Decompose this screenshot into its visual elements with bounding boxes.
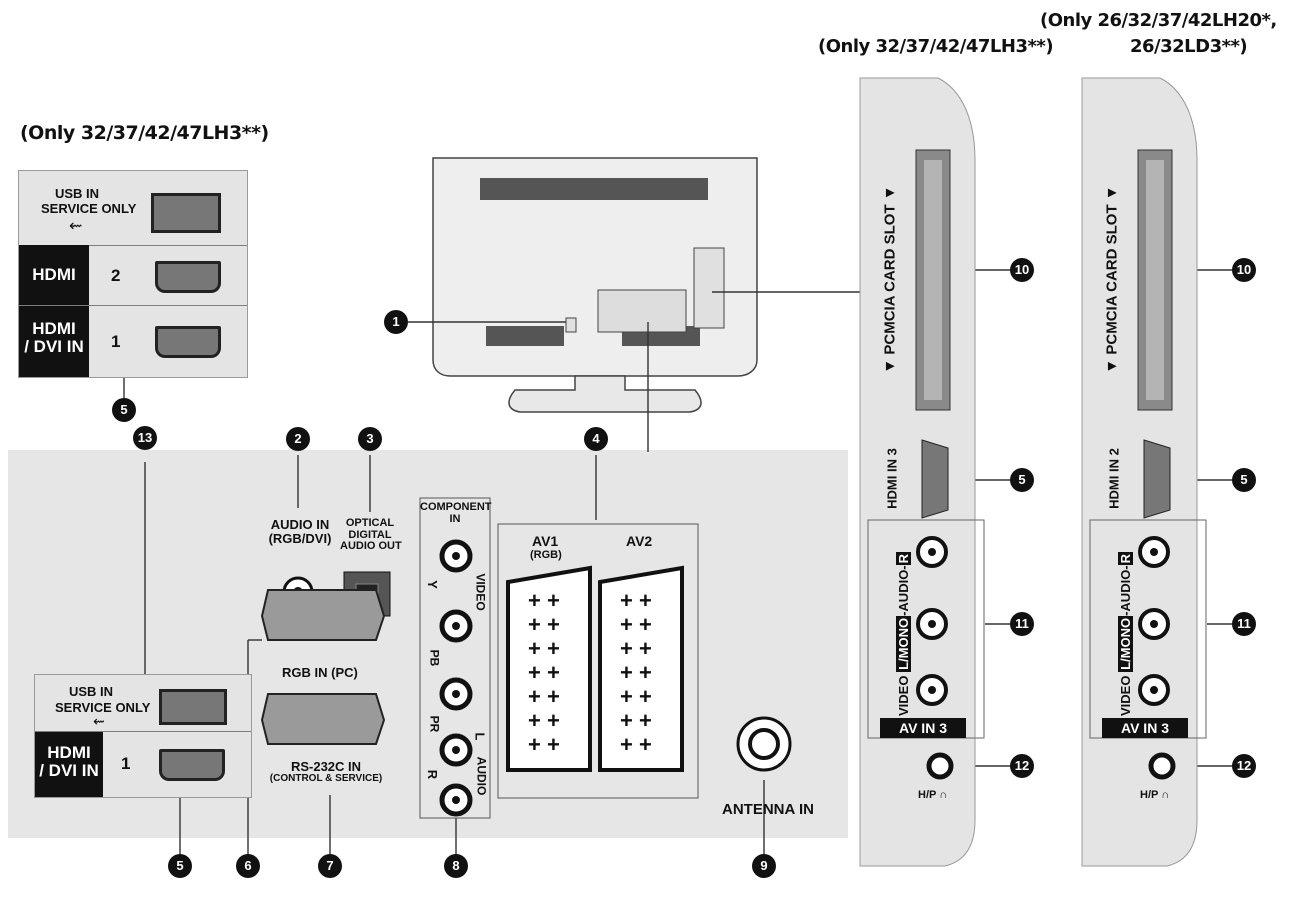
svg-text:+ +: + + [528,588,560,613]
svg-text:+ +: + + [528,684,560,709]
callout-5-bottom: 5 [168,854,192,878]
side-left-hdmi-label: HDMI IN 3 [884,448,900,509]
top-hdmi2-num: 2 [111,266,121,285]
component-in-label: COMPONENT IN [420,501,492,525]
bottom-hdmi-label-line2: / DVI IN [39,760,99,780]
side-right-av-vertical-label: VIDEO L/MONO-AUDIO-R [1118,551,1133,716]
bottom-hdmi-port [159,749,225,781]
top-hdmi1-port [155,326,221,358]
top-hdmi2-label: HDMI [19,245,89,305]
optical-out-label: OPTICAL DIGITAL AUDIO OUT [340,517,402,553]
callout-6: 6 [236,854,260,878]
top-hdmi1-num: 1 [111,332,121,351]
av1-label: AV1 [532,533,559,549]
callout-2: 2 [286,427,310,451]
top-usb-label-line2: SERVICE ONLY [41,201,137,216]
svg-text:+ +: + + [620,660,652,685]
callout-5-top: 5 [112,398,136,422]
antenna-in-label: ANTENNA IN [722,801,814,818]
callout-11-right: 11 [1232,612,1256,636]
bottom-usb-port [159,689,227,725]
component-audio-label: AUDIO [474,756,489,796]
callout-10-left: 10 [1010,258,1034,282]
component-y-label: Y [424,580,440,589]
component-pb-label: PB [427,649,442,667]
audio-in-label: AUDIO IN (RGB/DVI) [268,517,332,546]
callout-1: 1 [384,310,408,334]
side-left-av-in-label: AV IN 3 [880,718,966,738]
bottom-hdmi-label-line1: HDMI [47,743,91,762]
top-hdmi2-port [155,261,221,293]
rgb-in-label: RGB IN (PC) [282,665,358,680]
svg-text:+ +: + + [620,708,652,733]
svg-text:+ +: + + [620,588,652,613]
av2-label: AV2 [626,533,653,549]
av1-sub-label: (RGB) [530,549,562,561]
side-right-av-in-label: AV IN 3 [1102,718,1188,738]
bottom-usb-label-line2: SERVICE ONLY [55,700,151,715]
side-right-caption-line1: (Only 26/32/37/42LH20*, [1040,10,1277,31]
callout-11-left: 11 [1010,612,1034,636]
svg-text:+ +: + + [528,612,560,637]
top-hdmi1-label-line2: / DVI IN [24,336,84,356]
component-r-label: R [425,769,441,780]
side-right-hdmi-label: HDMI IN 2 [1106,448,1122,509]
svg-text:+ +: + + [620,636,652,661]
usb-icon: ⇜ [93,713,105,729]
component-l-label: L [472,732,488,741]
top-hdmi1-label: HDMI / DVI IN [19,306,89,377]
tv-back-illustration [432,157,758,413]
top-connector-panel: USB IN SERVICE ONLY ⇜ HDMI 2 HDMI / DVI … [18,170,248,378]
bottom-hdmi-num: 1 [121,754,131,773]
callout-10-right: 10 [1232,258,1256,282]
svg-text:+ +: + + [528,660,560,685]
component-pr-label: PR [427,715,442,733]
top-hdmi1-label-line1: HDMI [32,319,76,338]
callout-12-right: 12 [1232,754,1256,778]
side-left-pcmcia-label: ▼ PCMCIA CARD SLOT ▼ [881,185,899,374]
callout-7: 7 [318,854,342,878]
side-left-caption: (Only 32/37/42/47LH3**) [818,36,1054,57]
side-right-pcmcia-label: ▼ PCMCIA CARD SLOT ▼ [1103,185,1121,374]
component-video-label: VIDEO [473,573,488,611]
svg-text:+ +: + + [620,612,652,637]
top-usb-label-line1: USB IN [55,186,100,201]
rs232-label: RS-232C IN (CONTROL & SERVICE) [269,759,383,784]
bottom-usb-label-line1: USB IN [69,684,114,699]
usb-icon: ⇜ [69,218,83,235]
bottom-hdmi-label: HDMI / DVI IN [35,732,103,797]
callout-5-side-left: 5 [1010,468,1034,492]
svg-text:+ +: + + [620,732,652,757]
callout-13: 13 [133,426,157,450]
callout-3: 3 [358,427,382,451]
callout-4: 4 [584,427,608,451]
side-right-caption-line2: 26/32LD3**) [1130,36,1248,57]
side-left-headphone-label: H/P ∩ [918,789,948,801]
callout-5-side-right: 5 [1232,468,1256,492]
svg-text:+ +: + + [620,684,652,709]
top-usb-port [151,193,221,233]
top-panel-caption: (Only 32/37/42/47LH3**) [20,122,269,144]
bottom-connector-panel: USB IN SERVICE ONLY ⇜ HDMI / DVI IN 1 [34,674,252,798]
side-right-headphone-label: H/P ∩ [1140,789,1170,801]
svg-text:+ +: + + [528,732,560,757]
svg-text:+ +: + + [528,636,560,661]
side-left-av-vertical-label: VIDEO L/MONO-AUDIO-R [896,551,911,716]
callout-8: 8 [444,854,468,878]
svg-text:+ +: + + [528,708,560,733]
callout-12-left: 12 [1010,754,1034,778]
callout-9: 9 [752,854,776,878]
